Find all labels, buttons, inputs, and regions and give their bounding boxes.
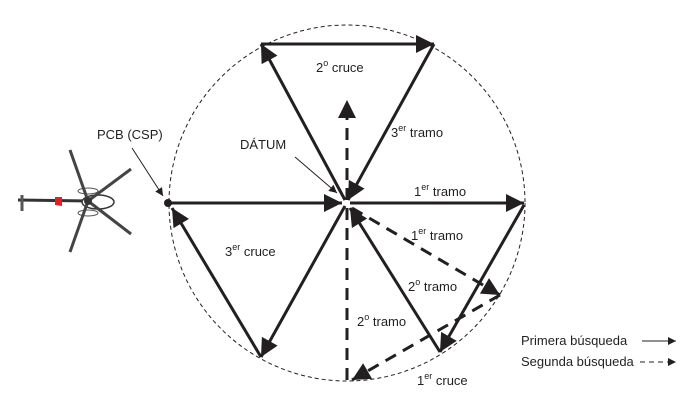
num: 1 [417, 373, 425, 388]
sup: er [424, 371, 433, 381]
word: cruce [331, 60, 364, 75]
first-leg-label: 1er tramo [414, 182, 466, 199]
sup: o [415, 277, 421, 287]
search-circle [168, 24, 526, 382]
num: 2 [408, 279, 416, 294]
second-leg-label: 2o tramo [408, 277, 457, 294]
num: 2 [357, 314, 365, 329]
num: 1 [411, 228, 419, 243]
sup: o [364, 312, 370, 322]
sup: er [398, 123, 407, 133]
second-search-first-leg [351, 206, 501, 297]
helicopter-icon [17, 149, 132, 253]
first-cross-label: 1er cruce [417, 371, 468, 388]
word: tramo [409, 125, 444, 140]
second-search-second-leg-label: 2o tramo [357, 312, 406, 329]
sup: er [421, 182, 430, 192]
second-search-first-leg-label: 1er tramo [411, 226, 463, 243]
num: 3 [391, 125, 399, 140]
pcb-pointer [131, 147, 164, 197]
word: cruce [243, 244, 276, 259]
second-cross-label: 2o cruce [316, 58, 364, 75]
third-cross [170, 207, 263, 358]
num: 2 [316, 60, 324, 75]
sup: o [323, 58, 329, 68]
datum-pointer [294, 156, 338, 194]
word: cruce [435, 373, 468, 388]
third-leg [346, 43, 436, 201]
legend-secondary-label: Segunda búsqueda [521, 354, 634, 369]
pcb-label: PCB (CSP) [97, 127, 163, 142]
datum-label: DÁTUM [240, 137, 287, 152]
leg-to-bottom-left [259, 205, 347, 358]
word: tramo [432, 184, 467, 199]
second-search-first-cross [351, 293, 501, 382]
third-leg-label: 3er tramo [391, 123, 443, 140]
num: 1 [414, 184, 422, 199]
num: 3 [225, 244, 233, 259]
pcb-point [164, 199, 172, 207]
legend-primary-label: Primera búsqueda [521, 333, 628, 348]
third-cross-label: 3er cruce [225, 242, 276, 259]
word: tramo [429, 228, 464, 243]
word: tramo [372, 314, 407, 329]
leg-to-top-left [259, 43, 347, 201]
sup: er [232, 242, 241, 252]
second-leg [348, 207, 442, 353]
word: tramo [423, 279, 458, 294]
sup: er [418, 226, 427, 236]
